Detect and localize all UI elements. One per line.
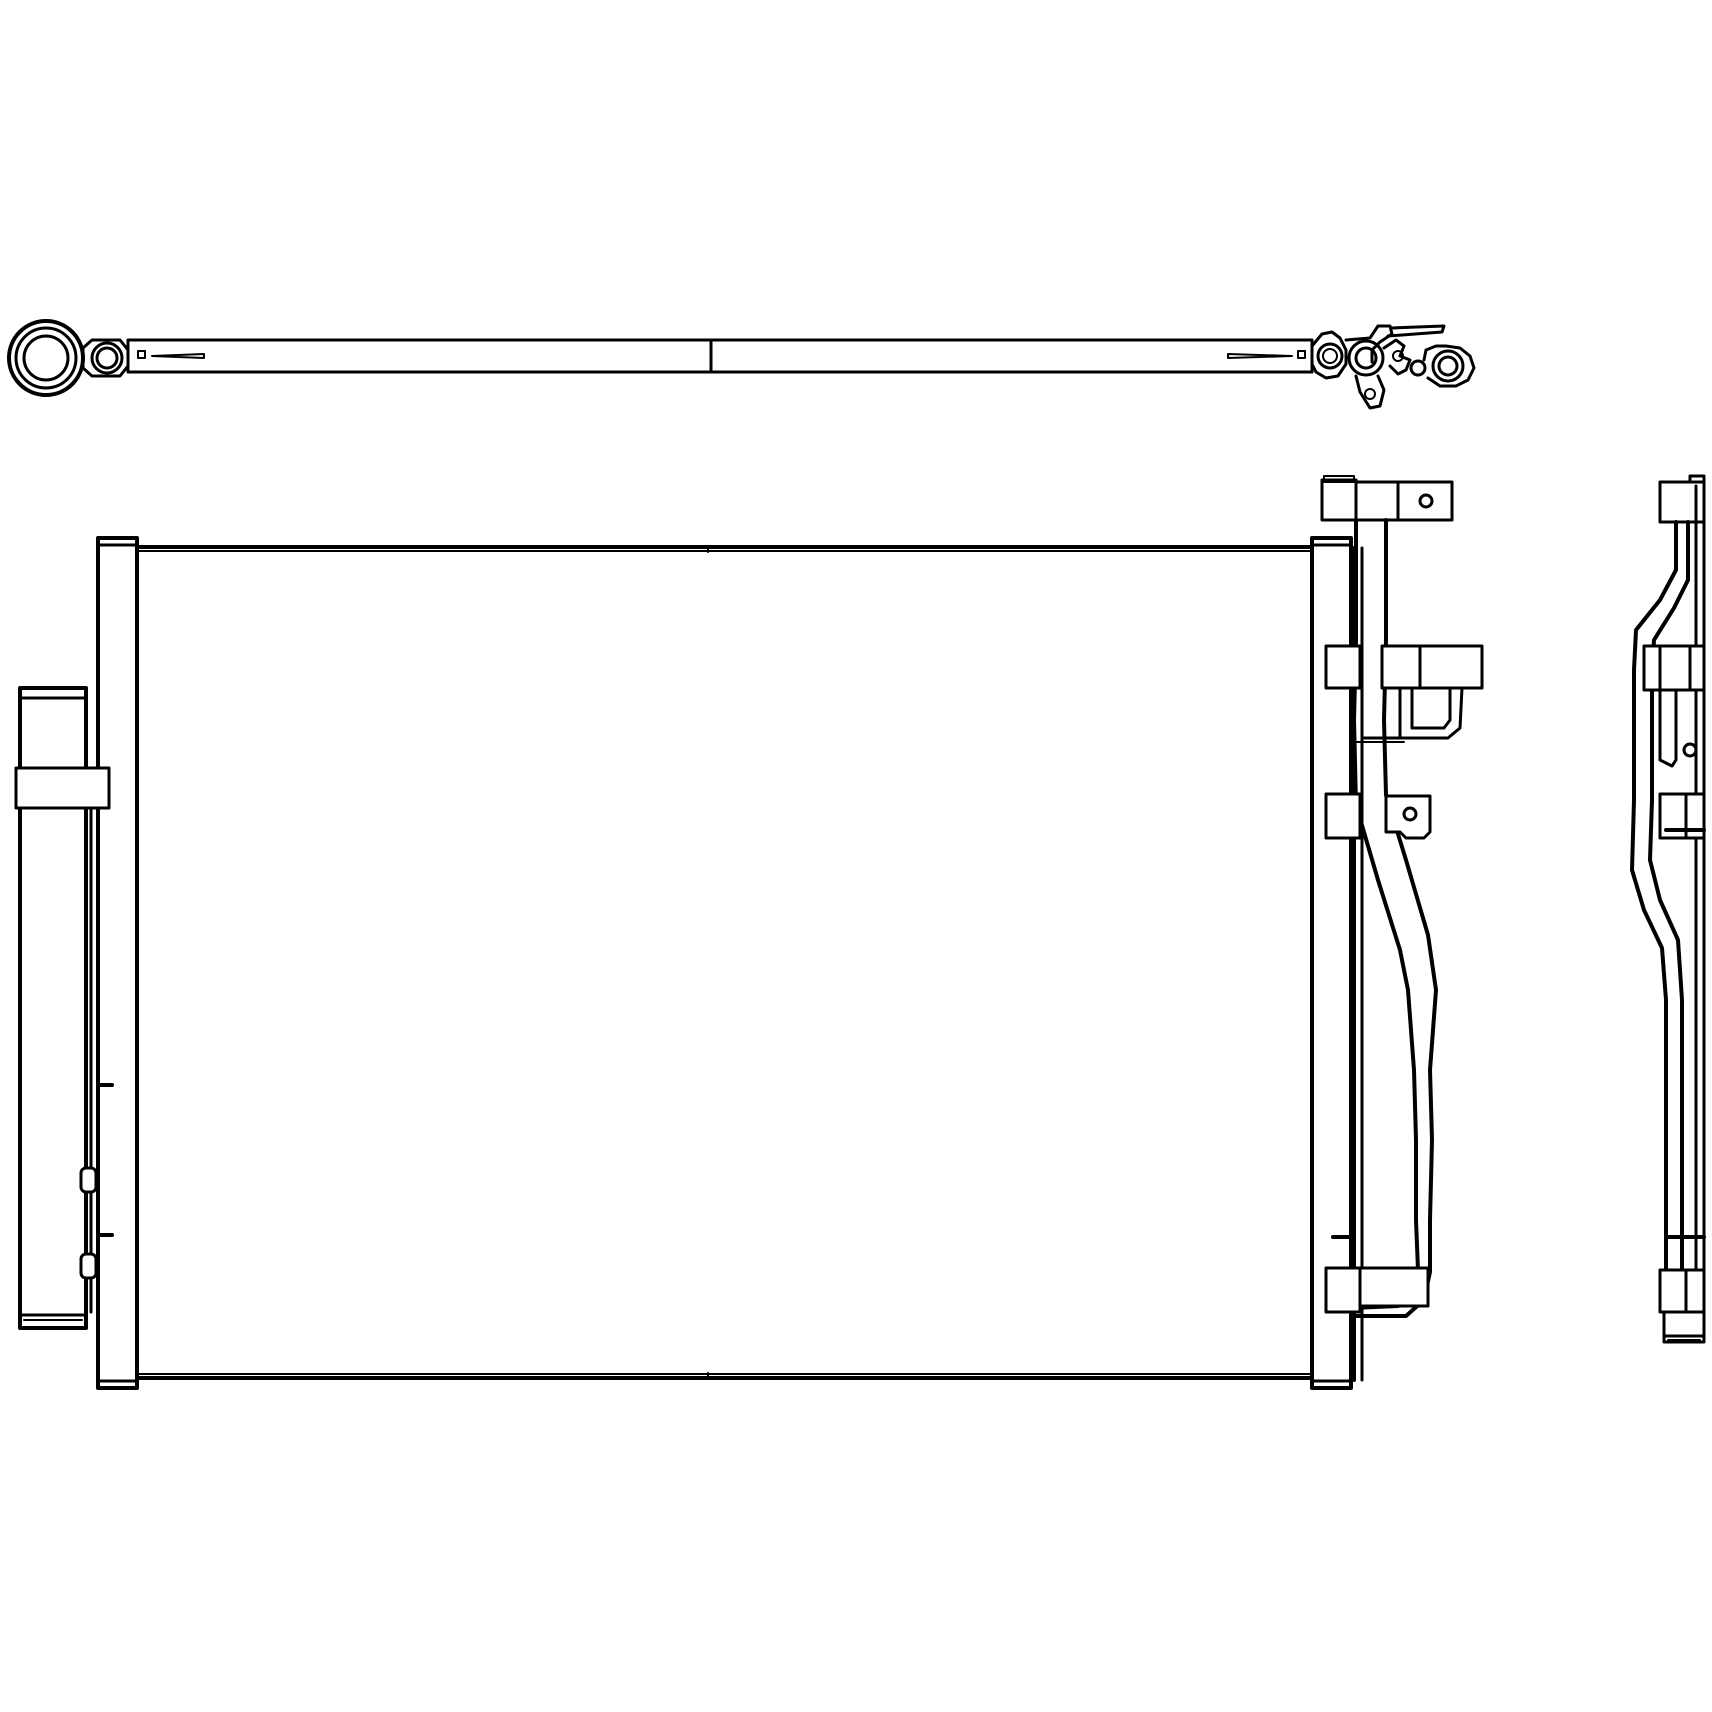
- top-view-fittings: [1310, 324, 1476, 410]
- front-view-left-header-tank: [96, 536, 139, 1390]
- side-view-lower-bracket: [1324, 792, 1432, 840]
- front-view: [14, 536, 1353, 1390]
- side-view-outlet-pipe: [1350, 518, 1438, 1318]
- top-view-drier-end: [7, 319, 130, 397]
- side-view-mid-fitting: [1324, 644, 1484, 743]
- side-view-bottom-fitting: [1324, 1266, 1430, 1314]
- end-view-lower-clamp: [1658, 792, 1706, 840]
- top-view-bar: [126, 338, 1314, 374]
- end-view-bottom-cap: [1658, 1268, 1706, 1344]
- front-view-core: [135, 545, 1314, 1380]
- right-side-view: [1320, 475, 1484, 1382]
- top-view: [7, 319, 1476, 410]
- end-view-top-cap: [1658, 474, 1706, 524]
- end-view-tubes: [1630, 520, 1706, 1272]
- front-view-receiver-drier: [14, 686, 111, 1330]
- side-view-top-fitting: [1320, 475, 1454, 522]
- end-view-mid-clamp: [1642, 644, 1706, 692]
- end-view: [1630, 474, 1706, 1344]
